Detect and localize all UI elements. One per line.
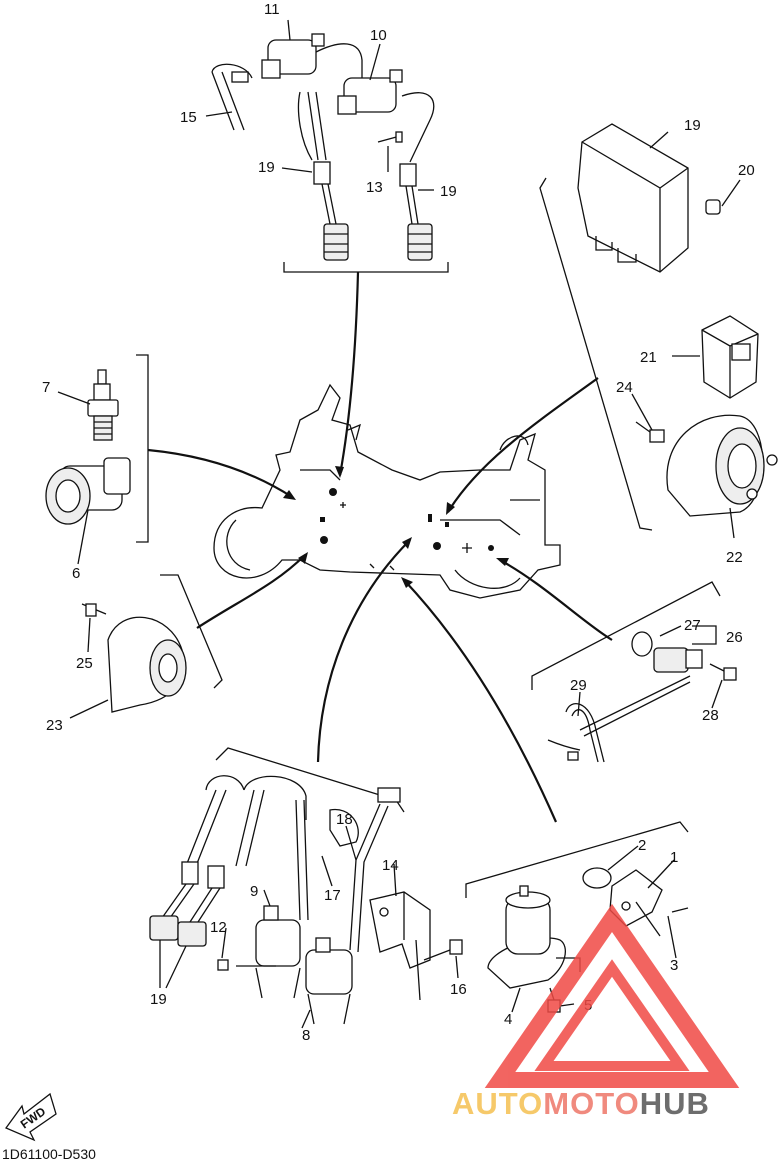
sensor-switches-left [45, 369, 131, 525]
callout-29: 28 [702, 707, 719, 724]
callout-21: 20 [738, 162, 755, 179]
watermark-text: AUTOMOTOHUB [452, 1086, 710, 1122]
callout-9: 9 [250, 883, 258, 900]
callout-10: 10 [370, 27, 387, 44]
group-brackets [136, 177, 721, 898]
callout-19: 19 [440, 183, 457, 200]
callout-18: 18 [336, 811, 353, 828]
callout-22: 21 [640, 349, 657, 366]
watermark-hub: HUB [639, 1086, 710, 1121]
callout-23: 22 [726, 549, 743, 566]
callout-14: 14 [382, 857, 399, 874]
leader-lines [147, 271, 613, 823]
callout-16: 16 [450, 981, 467, 998]
ignition-coil-assembly-bottom [149, 775, 463, 1025]
callout-12: 12 [210, 919, 227, 936]
part-callouts: 11 10 15 19 13 19 19 20 21 24 22 7 6 25 … [42, 1, 755, 1044]
callout-4: 4 [504, 1011, 512, 1028]
callout-11: 11 [264, 1, 280, 18]
callout-28: 27 [684, 617, 701, 634]
drawing-code: 1D61100-D530 [2, 1146, 96, 1162]
callout-19: 19 [258, 159, 275, 176]
callout-1: 1 [670, 849, 678, 866]
callout-3: 3 [670, 957, 678, 974]
callout-17: 17 [324, 887, 341, 904]
callout-15: 15 [180, 109, 197, 126]
callout-13: 13 [366, 179, 383, 196]
callout-leaders [57, 19, 741, 1029]
callout-7: 7 [42, 379, 50, 396]
speed-sensor-assembly [547, 625, 737, 763]
callout-19: 19 [150, 991, 167, 1008]
callout-2: 2 [638, 837, 646, 854]
callout-25: 24 [616, 379, 633, 396]
callout-8: 8 [302, 1027, 310, 1044]
ecu-relay-horn-right [577, 123, 778, 517]
callout-27: 26 [726, 629, 743, 646]
forward-direction-arrow: FWD [4, 1092, 57, 1142]
watermark-auto: AUTO [452, 1086, 544, 1121]
ignition-coil-assembly-top [211, 33, 435, 261]
callout-20: 19 [684, 117, 701, 134]
callout-26: 25 [76, 655, 93, 672]
watermark-logo-triangle [484, 903, 740, 1088]
motorcycle-silhouette [213, 383, 561, 599]
callout-6: 6 [72, 565, 80, 582]
solenoid-assembly [487, 867, 689, 1013]
watermark-moto: MOTO [543, 1086, 640, 1121]
callout-24: 23 [46, 717, 63, 734]
callout-30: 29 [570, 677, 587, 694]
horn-left [81, 603, 187, 713]
